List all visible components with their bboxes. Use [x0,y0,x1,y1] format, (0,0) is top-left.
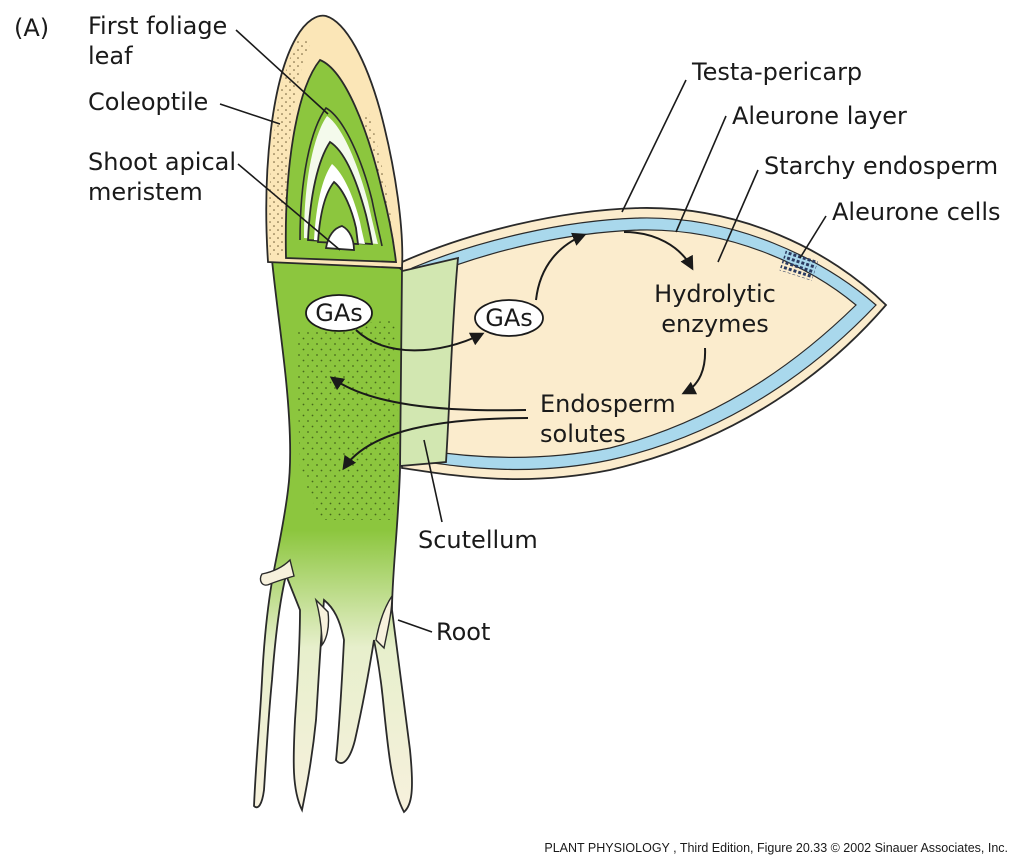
label-shoot-apical-meristem-line1: Shoot apical [88,148,236,176]
label-aleurone-layer: Aleurone layer [732,102,907,130]
root-branch-middle [314,597,330,647]
label-endosperm-solutes-line1: Endosperm [540,390,676,418]
panel-label: (A) [14,14,49,42]
embryo-dots [296,320,398,520]
label-shoot-apical-meristem-line2: meristem [88,178,203,206]
shoot [265,14,404,269]
gas-embryo-label: GAs [315,299,363,327]
label-first-foliage-leaf-line2: leaf [88,42,133,70]
inner-leaf-4 [317,180,360,245]
label-testa-pericarp: Testa-pericarp [691,58,862,86]
leader-coleoptile [219,103,281,125]
gas-embryo-node: GAs [305,294,373,332]
leader-aleurone-layer [675,115,727,233]
coleoptile-dots [269,40,312,255]
root-branch-left [259,558,295,586]
label-root: Root [436,618,490,646]
leader-scutellum [423,439,443,523]
leader-aleurone-cells [799,215,827,259]
label-hydrolytic-enzymes-line1: Hydrolytic [654,280,776,308]
grain [401,207,888,480]
arrow-solutes-to-root [342,417,529,471]
leader-testa-pericarp [621,79,687,213]
embryo [253,222,413,814]
arrow-gas-to-endosperm [355,329,485,352]
leader-root [397,619,433,633]
label-aleurone-cells: Aleurone cells [832,198,1001,226]
inner-leaf-1 [299,106,383,247]
scutellum [397,256,460,467]
label-hydrolytic-enzymes-line2: enzymes [661,310,768,338]
label-scutellum: Scutellum [418,526,538,554]
leader-shoot-apical-meristem [237,163,341,251]
leader-first-foliage-leaf [235,29,329,115]
arrow-solutes-to-shoot [329,376,527,412]
arrow-gas-to-aleurone [535,232,587,301]
gas-endosperm-node: GAs [474,299,544,337]
arrow-aleurone-to-enzymes [623,231,694,271]
label-endosperm-solutes-line2: solutes [540,420,626,448]
figure-credit: PLANT PHYSIOLOGY , Third Edition, Figure… [544,841,1008,855]
label-first-foliage-leaf-line1: First foliage [88,12,227,40]
label-coleoptile: Coleoptile [88,88,208,116]
leader-starchy-endosperm [717,169,759,263]
root-branch-right [375,593,393,650]
aleurone-cells-patch [779,249,819,281]
label-starchy-endosperm: Starchy endosperm [764,152,998,180]
gas-endosperm-label: GAs [485,304,533,332]
arrow-enzymes-to-solutes [681,347,707,395]
